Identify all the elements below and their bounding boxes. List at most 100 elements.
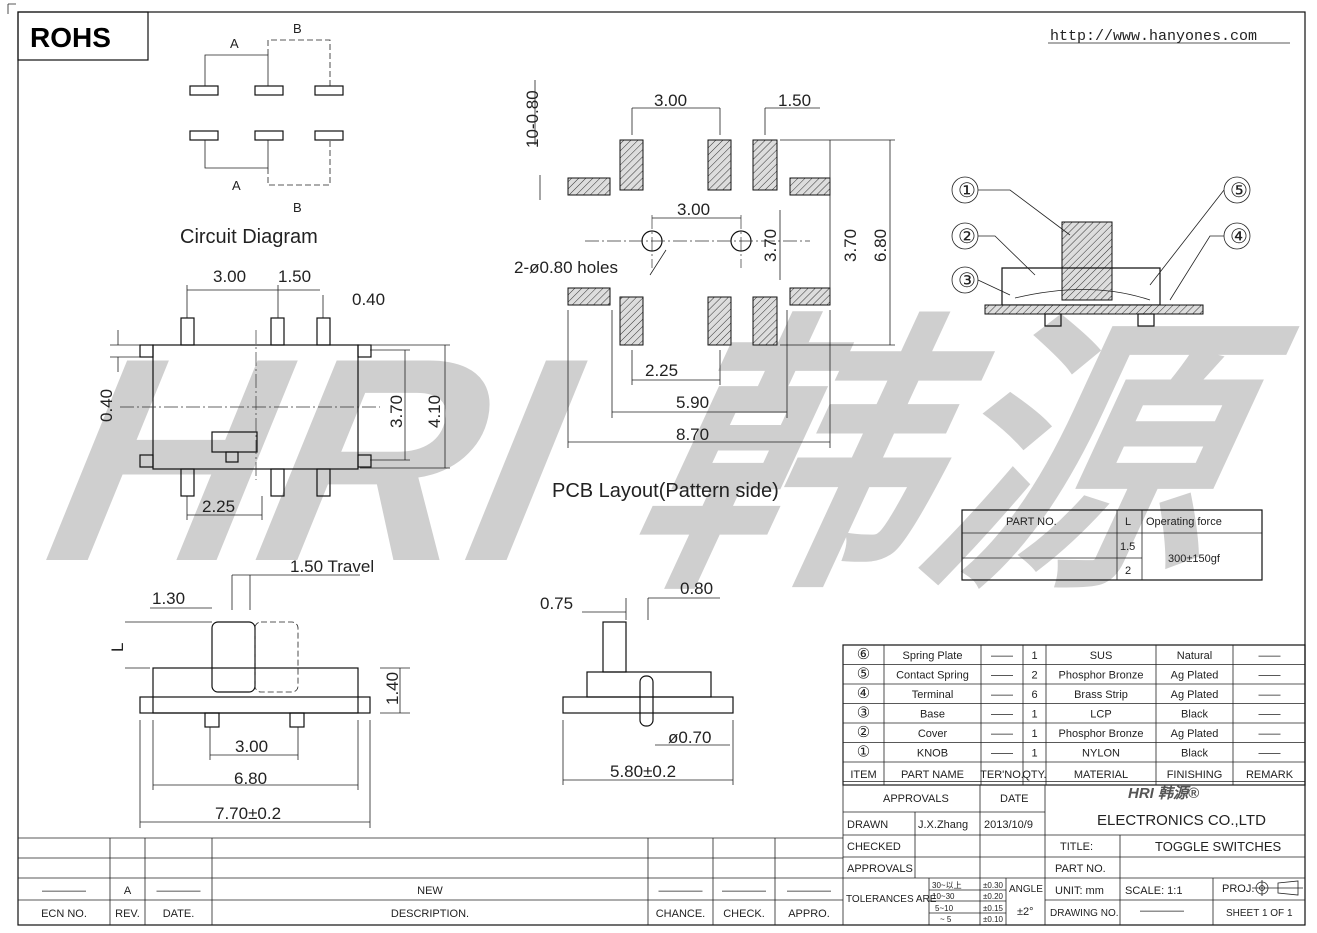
svg-text:5.90: 5.90	[676, 393, 709, 412]
bom-cell-finishing: Ag Plated	[1171, 689, 1219, 701]
bom-cell-ter: ——	[991, 709, 1013, 721]
bom-cell-remark: ——	[1259, 709, 1281, 721]
revision-header: CHANCE.	[656, 908, 706, 920]
section-view: ① ② ③ ④ ⑤	[951, 176, 1251, 327]
bom-cell-ter: ——	[991, 670, 1013, 682]
svg-text:②: ②	[958, 226, 976, 248]
pcb-layout: 10-0.80 3.00 1.50 3.00 3.70 3.70 6.80 2-…	[514, 80, 895, 502]
svg-text:0.80: 0.80	[680, 579, 713, 598]
bom-cell-qty: 1	[1031, 709, 1037, 721]
revision-header: CHECK.	[723, 908, 765, 920]
bom-cell-name: Contact Spring	[896, 670, 969, 682]
bom-frame	[842, 644, 1306, 786]
svg-text:0.40: 0.40	[97, 389, 116, 422]
circuit-diagram: A B A B Circuit Diagram	[180, 21, 344, 248]
revision-header: DATE.	[163, 908, 195, 920]
bom-cell-item: ⑤	[857, 666, 870, 683]
bom-header: PART NAME	[901, 769, 964, 781]
bom-cell-qty: 1	[1031, 728, 1037, 740]
bom-cell-name: KNOB	[917, 748, 948, 760]
svg-text:3.70: 3.70	[841, 229, 860, 262]
bom-cell-ter: ——	[991, 748, 1013, 760]
svg-text:①: ①	[958, 180, 976, 202]
svg-text:④: ④	[1230, 226, 1248, 248]
bom-cell-material: Phosphor Bronze	[1059, 670, 1144, 682]
bom-cell-item: ②	[857, 724, 870, 741]
sheet-border	[17, 11, 1306, 926]
svg-text:J.X.Zhang: J.X.Zhang	[918, 819, 968, 831]
title-block: APPROVALS DATE HRI 韩源® ELECTRONICS CO.,L…	[842, 645, 1305, 925]
bom-cell-finishing: Black	[1181, 748, 1208, 760]
side-view: 1.50 Travel 1.30 L 1.40 3.00 6.80 7.70±0…	[108, 557, 410, 828]
website-url[interactable]: http://www.hanyones.com	[1050, 28, 1257, 45]
bom-header: QTY.	[1022, 769, 1046, 781]
svg-text:1.50: 1.50	[278, 267, 311, 286]
bom-cell-remark: ——	[1259, 670, 1281, 682]
svg-text:2-ø0.80 holes: 2-ø0.80 holes	[514, 258, 618, 277]
revision-header: REV.	[115, 908, 140, 920]
bom-cell-qty: 2	[1031, 670, 1037, 682]
bom-header: FINISHING	[1167, 769, 1223, 781]
bom-cell-item: ⑥	[857, 646, 870, 663]
svg-text:DATE: DATE	[1000, 793, 1029, 805]
svg-text:3.70: 3.70	[761, 229, 780, 262]
bom-cell-ter: ——	[991, 689, 1013, 701]
bom-cell-qty: 1	[1031, 650, 1037, 662]
svg-text:6.80: 6.80	[234, 769, 267, 788]
bom-cell-finishing: Ag Plated	[1171, 670, 1219, 682]
svg-text:TITLE:: TITLE:	[1060, 841, 1093, 853]
revision-cell: NEW	[417, 885, 443, 897]
svg-text:PROJ.: PROJ.	[1222, 883, 1254, 895]
svg-text:APPROVALS: APPROVALS	[883, 793, 949, 805]
svg-text:HRI 韩源: HRI 韩源	[28, 299, 1307, 622]
bom-cell-ter: ——	[991, 728, 1013, 740]
svg-text:10-0.80: 10-0.80	[523, 90, 542, 148]
svg-text:0.40: 0.40	[352, 290, 385, 309]
svg-text:⑤: ⑤	[1230, 180, 1248, 202]
svg-text:2.25: 2.25	[202, 497, 235, 516]
revision-cell: A	[124, 885, 132, 897]
bom-cell-material: Phosphor Bronze	[1059, 728, 1144, 740]
bom-cell-remark: ——	[1259, 748, 1281, 760]
bom-cell-remark: ——	[1259, 728, 1281, 740]
svg-text:————: ————	[1140, 905, 1184, 917]
revision-table: ————A————NEW————————————ECN NO.REV.DATE.…	[18, 837, 843, 925]
bom-cell-qty: 6	[1031, 689, 1037, 701]
svg-text:±0.15: ±0.15	[983, 904, 1004, 913]
svg-text:3.00: 3.00	[235, 737, 268, 756]
bom-cell-ter: ——	[991, 650, 1013, 662]
svg-text:PART NO.: PART NO.	[1006, 516, 1057, 528]
part-number-table: PART NO. L Operating force 1.5 2 300±150…	[961, 509, 1263, 581]
svg-text:8.70: 8.70	[676, 425, 709, 444]
svg-text:5.80±0.2: 5.80±0.2	[610, 762, 676, 781]
svg-text:±0.30: ±0.30	[983, 881, 1004, 890]
svg-text:DRAWN: DRAWN	[847, 819, 888, 831]
bom-cell-name: Cover	[918, 728, 948, 740]
svg-text:1.5: 1.5	[1120, 541, 1135, 553]
end-view: 0.75 0.80 ø0.70 5.80±0.2	[540, 579, 734, 785]
svg-text:B: B	[293, 200, 302, 215]
svg-text:L: L	[108, 643, 127, 652]
bom-cell-name: Spring Plate	[903, 650, 963, 662]
svg-text:6.80: 6.80	[871, 229, 890, 262]
bom-cell-finishing: Natural	[1177, 650, 1212, 662]
svg-text:A: A	[232, 178, 241, 193]
bom-cell-remark: ——	[1259, 689, 1281, 701]
watermark-logo: HRI 韩源	[28, 299, 1307, 622]
svg-text:1.50 Travel: 1.50 Travel	[290, 557, 374, 576]
bom-cell-name: Base	[920, 709, 945, 721]
svg-text:1.50: 1.50	[778, 91, 811, 110]
bom-cell-item: ③	[857, 705, 870, 722]
svg-text:DRAWING NO.: DRAWING NO.	[1050, 908, 1119, 919]
svg-text:3.70: 3.70	[387, 395, 406, 428]
bom-header: TER'NO.	[980, 769, 1024, 781]
revision-cell: ————	[659, 885, 703, 897]
revision-cell: ————	[157, 885, 201, 897]
svg-text:TOLERANCES ARE: TOLERANCES ARE	[846, 894, 937, 905]
svg-text:ø0.70: ø0.70	[668, 728, 711, 747]
svg-text:±0.20: ±0.20	[983, 892, 1004, 901]
pcb-layout-title: PCB Layout(Pattern side)	[552, 480, 779, 502]
svg-text:1.40: 1.40	[383, 672, 402, 705]
revision-header: DESCRIPTION.	[391, 908, 469, 920]
